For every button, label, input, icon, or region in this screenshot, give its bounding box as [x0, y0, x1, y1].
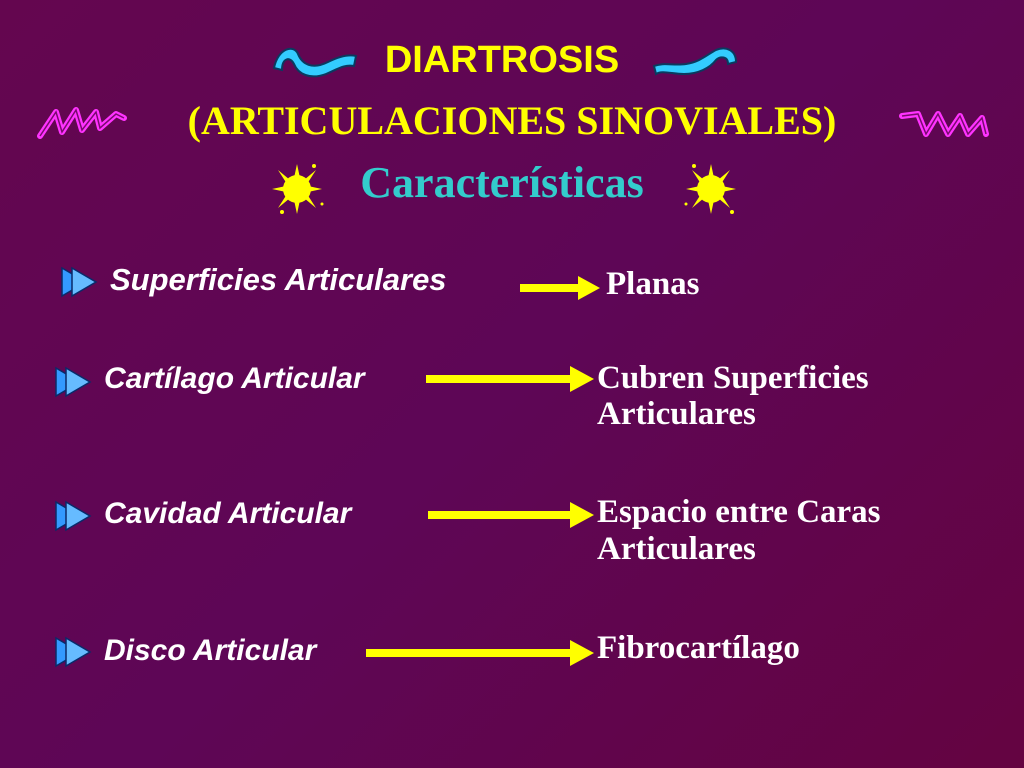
scribble-left-icon: [37, 107, 127, 139]
swirl-left-icon: [272, 47, 358, 78]
bullet-chevron-icon: [55, 636, 92, 668]
arrow-icon: [520, 276, 600, 300]
slide-heading: Características: [360, 158, 644, 207]
item-term: Cartílago Articular: [104, 362, 365, 395]
item-description: Planas: [606, 266, 700, 302]
swirl-right-icon: [652, 47, 738, 76]
splat-left-icon: [272, 164, 324, 214]
bullet-chevron-icon: [55, 366, 92, 398]
item-term: Superficies Articulares: [110, 262, 447, 297]
item-term: Cavidad Articular: [104, 497, 352, 530]
arrow-icon: [428, 502, 594, 528]
bullet-chevron-icon: [61, 266, 98, 298]
item-description-line-1: Cubren Superficies: [597, 360, 869, 396]
slide-title: DIARTROSIS: [384, 39, 620, 81]
item-description-line-1: Espacio entre Caras: [597, 494, 881, 530]
bullet-chevron-icon: [55, 500, 92, 532]
splat-right-icon: [684, 164, 736, 214]
arrow-icon: [366, 640, 594, 666]
item-description: Fibrocartílago: [597, 630, 800, 666]
item-term: Disco Articular: [104, 634, 317, 667]
scribble-right-icon: [899, 111, 989, 137]
arrow-icon: [426, 366, 594, 392]
item-description-line-2: Articulares: [597, 531, 756, 567]
slide-subtitle: (ARTICULACIONES SINOVIALES): [187, 98, 837, 143]
item-description-line-2: Articulares: [597, 396, 756, 432]
